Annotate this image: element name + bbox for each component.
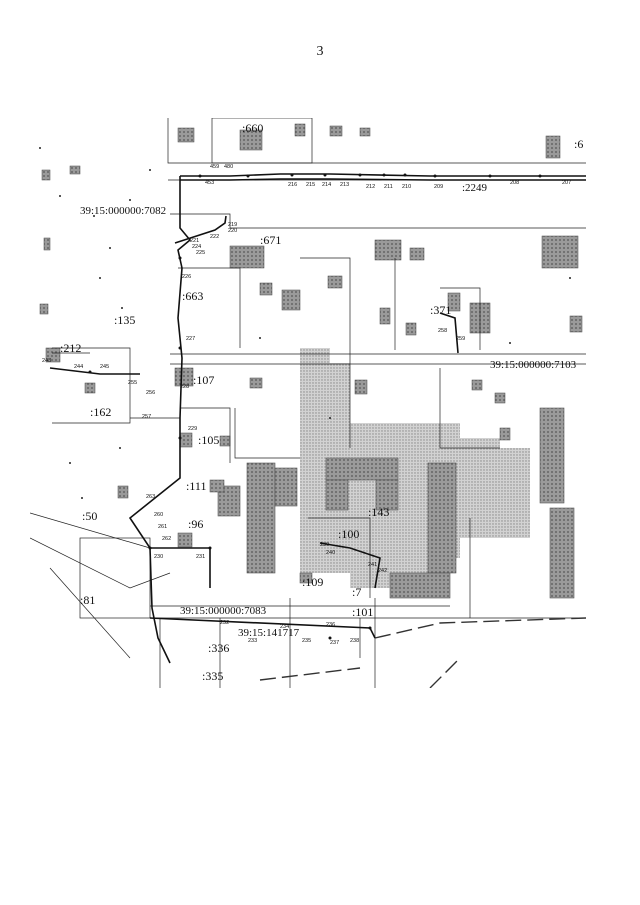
cadastral-label-7082: 39:15:000000:7082 xyxy=(80,205,166,217)
svg-text:257: 257 xyxy=(142,414,151,420)
svg-text:480: 480 xyxy=(224,164,233,170)
parcel-label: :162 xyxy=(90,405,111,419)
cadastral-label-7103: 39:15:000000:7103 xyxy=(490,359,577,371)
svg-text:226: 226 xyxy=(182,274,191,280)
parcel-label: :660 xyxy=(242,121,263,135)
parcel-label: :50 xyxy=(82,509,97,523)
parcel-label-2249: :2249 xyxy=(462,182,488,194)
buildings-small xyxy=(39,123,583,584)
parcel-label: :81 xyxy=(80,593,95,607)
cadastral-label-7083: 39:15:000000:7083 xyxy=(180,605,267,617)
svg-text:239: 239 xyxy=(320,542,329,548)
parcel-label: :101 xyxy=(352,605,373,619)
svg-text:256: 256 xyxy=(146,390,155,396)
parcel-label: :96 xyxy=(188,517,203,531)
svg-text:231: 231 xyxy=(196,554,205,560)
svg-text:213: 213 xyxy=(340,182,349,188)
svg-text:244: 244 xyxy=(74,364,83,370)
svg-text:228: 228 xyxy=(180,384,189,390)
svg-text:212: 212 xyxy=(366,184,375,190)
parcel-label: :671 xyxy=(260,233,281,247)
svg-text:259: 259 xyxy=(456,336,465,342)
dashed-boundary xyxy=(259,617,586,688)
svg-text:216: 216 xyxy=(288,182,297,188)
svg-text:261: 261 xyxy=(158,524,167,530)
parcel-label: :107 xyxy=(193,373,214,387)
svg-text:459: 459 xyxy=(210,164,219,170)
svg-text:258: 258 xyxy=(438,328,447,334)
svg-text:221: 221 xyxy=(190,238,199,244)
parcel-label: :336 xyxy=(208,641,229,655)
svg-text:219: 219 xyxy=(228,222,237,228)
svg-text:263: 263 xyxy=(146,494,155,500)
svg-text:209: 209 xyxy=(434,184,443,190)
svg-text:222: 222 xyxy=(210,234,219,240)
paved-courtyard xyxy=(300,348,530,588)
svg-text:208: 208 xyxy=(510,180,519,186)
parcel-label: :135 xyxy=(114,313,135,327)
svg-text:227: 227 xyxy=(186,336,195,342)
parcel-label: :335 xyxy=(202,669,223,683)
parcel-label: :7 xyxy=(352,585,361,599)
svg-text:238: 238 xyxy=(350,638,359,644)
svg-text:207: 207 xyxy=(562,180,571,186)
svg-text:229: 229 xyxy=(188,426,197,432)
svg-text:230: 230 xyxy=(154,554,163,560)
svg-text:262: 262 xyxy=(162,536,171,542)
svg-text:237: 237 xyxy=(330,640,339,646)
svg-text:242: 242 xyxy=(378,568,387,574)
svg-text:255: 255 xyxy=(128,380,137,386)
parcel-label: :663 xyxy=(182,289,203,303)
svg-text:260: 260 xyxy=(154,512,163,518)
cadastral-label-141717: 39:15:141717 xyxy=(238,627,300,639)
svg-text:453: 453 xyxy=(205,180,214,186)
survey-points xyxy=(88,173,542,640)
svg-text:224: 224 xyxy=(192,244,201,250)
svg-text:240: 240 xyxy=(326,550,335,556)
buildings-large xyxy=(217,407,575,599)
svg-text:225: 225 xyxy=(196,250,205,256)
svg-text:210: 210 xyxy=(402,184,411,190)
page-number: 3 xyxy=(316,44,324,59)
parcel-label: :371 xyxy=(430,303,451,317)
map-dots xyxy=(39,147,571,499)
svg-text:236: 236 xyxy=(326,622,335,628)
parcel-label: :143 xyxy=(368,505,389,519)
map-canvas: 39:15:000000:7082 39:15:000000:7103 39:1… xyxy=(30,118,586,688)
svg-text:220: 220 xyxy=(228,228,237,234)
svg-text:245: 245 xyxy=(100,364,109,370)
parcel-label: :111 xyxy=(186,479,206,493)
svg-text:235: 235 xyxy=(302,638,311,644)
point-labels: 459 480 453 216 215 214 213 212 211 210 … xyxy=(42,164,571,646)
svg-text:211: 211 xyxy=(384,184,393,190)
svg-text:243: 243 xyxy=(42,358,51,364)
svg-text:214: 214 xyxy=(322,182,331,188)
svg-text:241: 241 xyxy=(368,562,377,568)
parcel-label: :6 xyxy=(574,137,583,151)
parcel-label: :212 xyxy=(60,341,81,355)
cadastral-map: 39:15:000000:7082 39:15:000000:7103 39:1… xyxy=(30,118,586,688)
parcel-label: :105 xyxy=(198,433,219,447)
svg-text:215: 215 xyxy=(306,182,315,188)
svg-text:232: 232 xyxy=(220,620,229,626)
parcel-boundaries xyxy=(30,118,586,688)
svg-text:233: 233 xyxy=(248,638,257,644)
svg-text:234: 234 xyxy=(280,624,289,630)
parcel-label: :100 xyxy=(338,527,359,541)
parcel-label: :109 xyxy=(302,575,323,589)
